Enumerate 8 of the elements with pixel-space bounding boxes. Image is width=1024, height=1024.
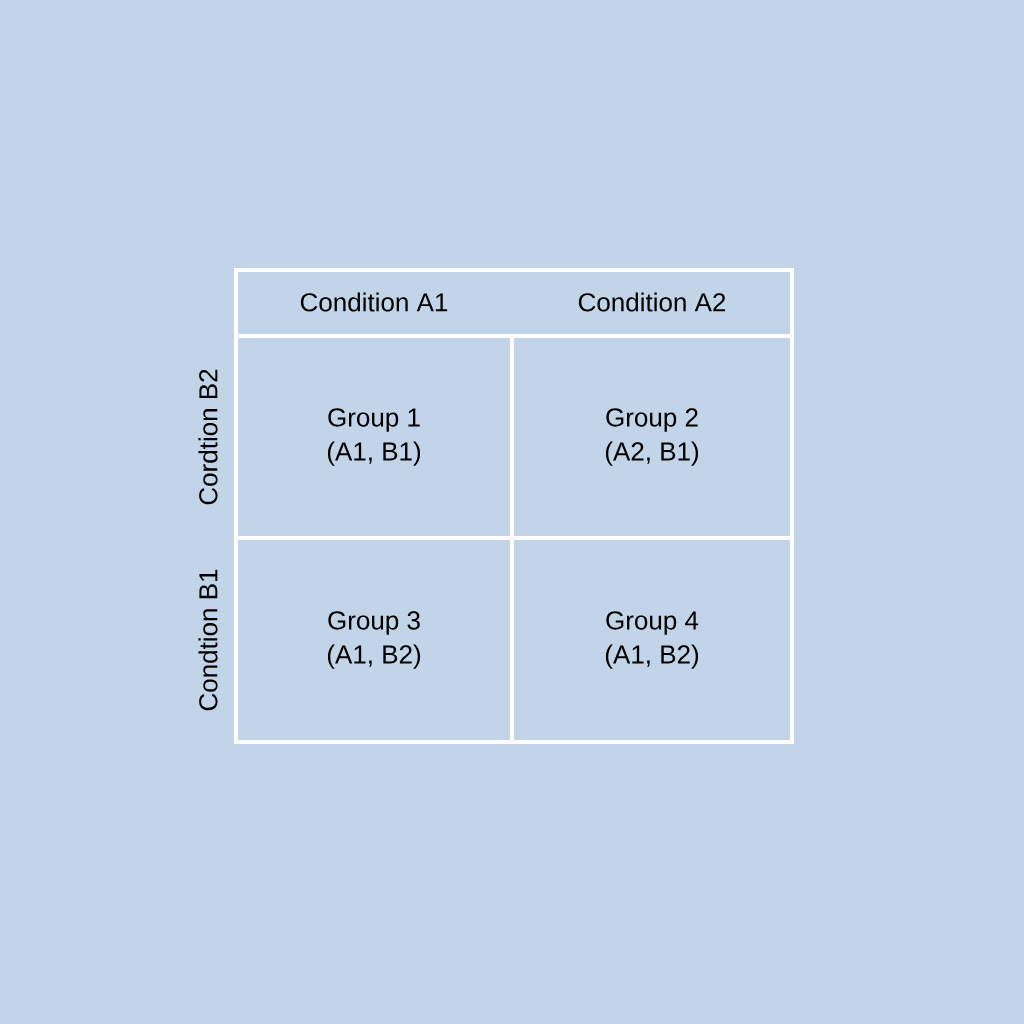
table-cell: Group 4 (A1, B2)	[605, 611, 699, 669]
table-cell: Group 2 (A2, B1)	[605, 408, 699, 466]
column-header: Condition A2	[578, 292, 726, 312]
row-header: Cordtion B2	[198, 369, 218, 505]
table-cell: Group 1 (A1, B1)	[327, 408, 421, 466]
row-header: Condtion B1	[198, 569, 218, 711]
column-header: Condition A1	[300, 292, 448, 312]
table-cell: Group 3 (A1, B2)	[327, 611, 421, 669]
